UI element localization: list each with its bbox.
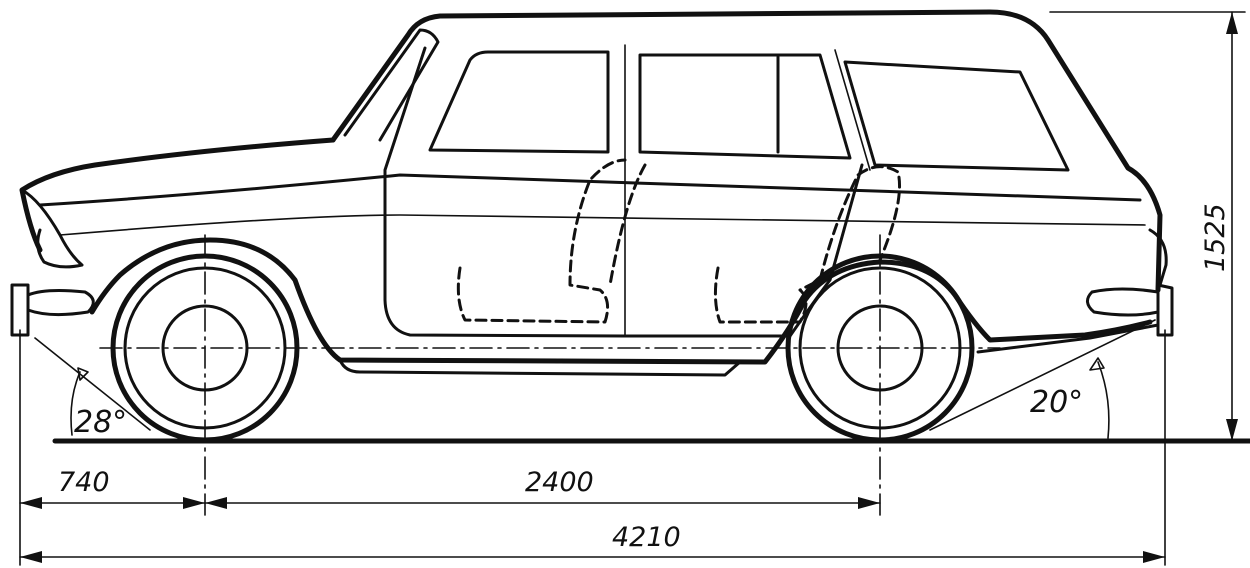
front-bumper [10,283,30,337]
windshield [331,28,440,142]
rear-bumper-bar [1086,287,1160,317]
front-overhang-label: 740 [58,467,110,498]
dim-wheelbase [204,497,881,509]
c-pillar [834,49,871,171]
front-door-window [428,50,610,154]
front-seat [456,158,647,324]
center-lines [99,234,1001,516]
dim-height [1226,11,1238,442]
rear-seat [713,165,902,324]
dim-front-overhang [19,497,206,509]
front-fin [20,188,84,269]
lower-body-sill [89,237,1153,365]
roof-outline [330,9,1163,293]
sill-lower-edge [338,358,742,377]
front-door [383,46,627,338]
angle-lines [34,319,1156,439]
front-bumper-bar [26,289,95,317]
belt-line [38,173,1142,207]
cargo-window [843,60,1070,172]
approach-angle-label: 28° [74,405,127,440]
side-crease [59,214,1146,236]
hood-outline [19,137,336,253]
rear-door-window [638,53,852,160]
height-label: 1525 [1200,203,1231,272]
departure-angle-label: 20° [1030,385,1083,420]
rear-bumper [1156,283,1174,337]
extension-lines [19,11,1246,566]
dim-overall-length [19,551,1166,563]
wheelbase-label: 2400 [525,467,594,498]
car-body [10,9,1174,377]
overall-length-label: 4210 [612,522,681,553]
rear-lamp [1148,228,1168,287]
